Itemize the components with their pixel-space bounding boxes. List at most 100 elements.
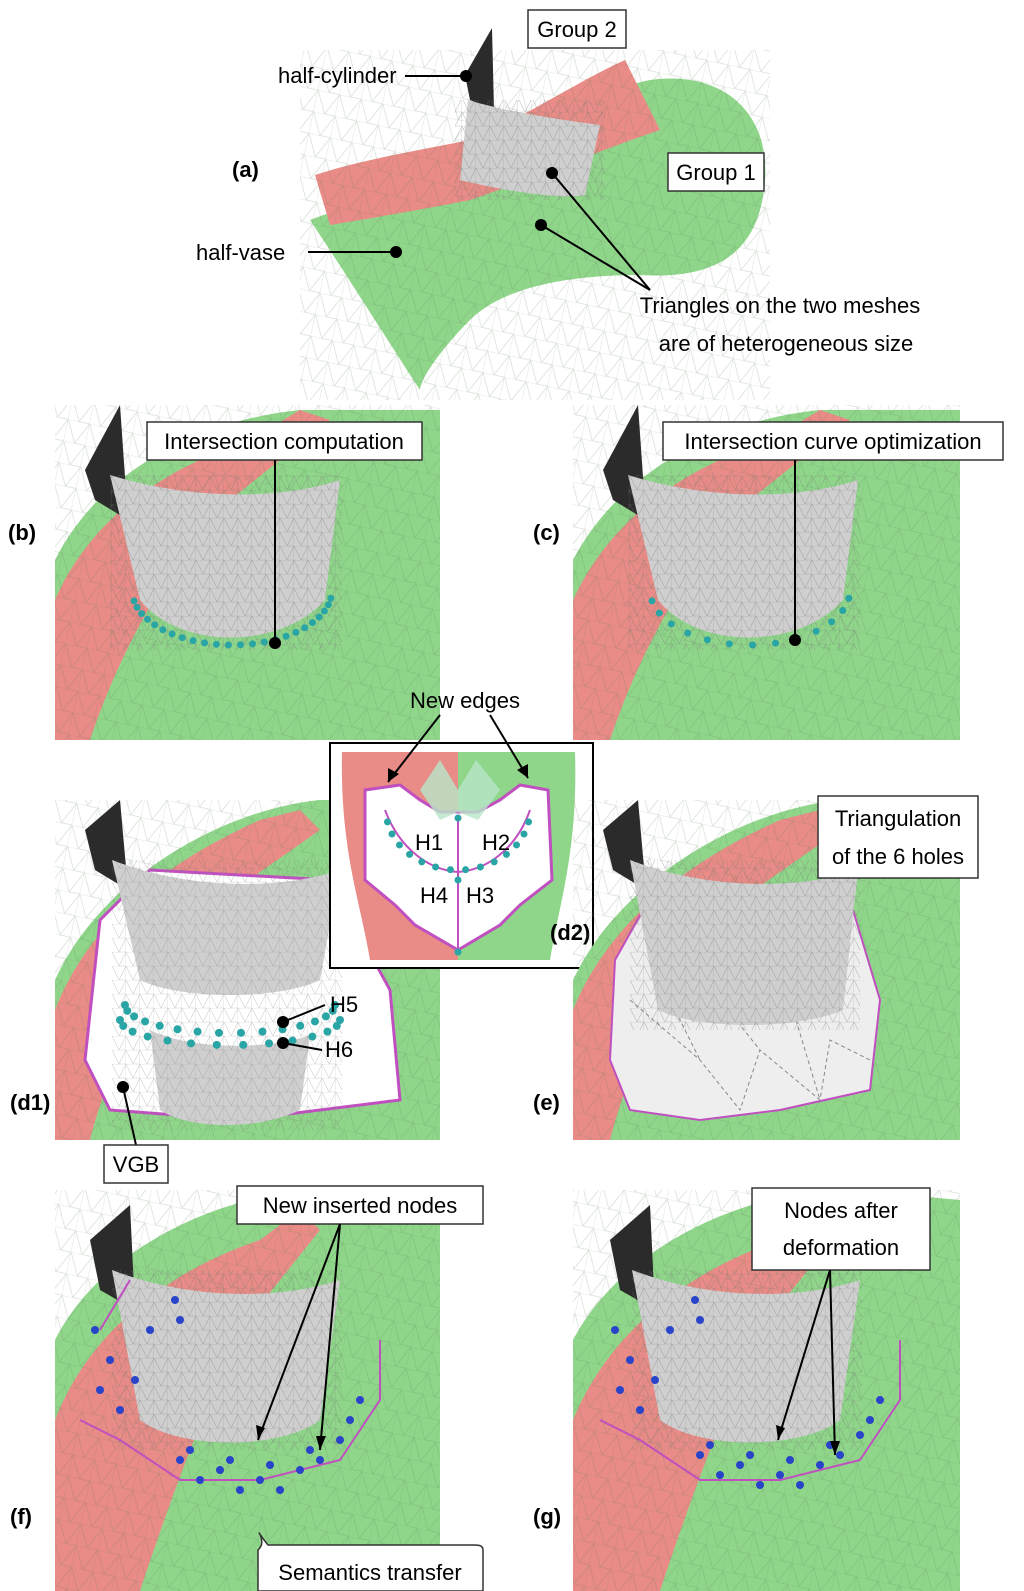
mesh-node [746,1451,754,1459]
mesh-node [866,1416,874,1424]
mesh-node [216,1466,224,1474]
panel-e: Triangulation of the 6 holes (e) [533,796,978,1140]
mesh-node [656,610,663,617]
mesh-overlay-cyl-f [112,1270,342,1450]
mesh-overlay-cyl-a [455,100,605,200]
heterogeneous-line1: Triangles on the two meshes [640,293,920,318]
mesh-node [513,841,520,848]
mesh-node [828,618,835,625]
group1-label: Group 1 [676,160,756,185]
mesh-node [213,641,220,648]
mesh-node [164,1037,172,1045]
mesh-node [845,595,852,602]
mesh-node [477,864,484,871]
mesh-node [171,1296,179,1304]
mesh-node [296,1022,304,1030]
mesh-node [159,626,166,633]
mesh-node [836,1451,844,1459]
mesh-node [616,1386,624,1394]
mesh-node [226,1456,234,1464]
panel-g: Nodes after deformation (g) [533,1188,960,1591]
mesh-node [276,1486,284,1494]
mesh-node [666,1326,674,1334]
mesh-node [266,1461,274,1469]
panel-label-a: (a) [232,157,259,182]
mesh-node [144,1033,152,1041]
mesh-node [796,1481,804,1489]
mesh-node [839,607,846,614]
mesh-node [327,595,334,602]
intersection-optimization-label: Intersection curve optimization [684,429,981,454]
mesh-node [215,1029,223,1037]
mesh-node [636,1406,644,1414]
mesh-node [138,610,145,617]
half-cylinder-label: half-cylinder [278,63,397,88]
heterogeneous-line2: are of heterogeneous size [659,331,913,356]
mesh-node [116,1406,124,1414]
panel-b: Intersection computation (b) [8,405,440,740]
mesh-overlay-cyl-e [630,860,860,1030]
dot-cyl-triangles [546,167,558,179]
mesh-node [684,630,691,637]
group2-label: Group 2 [537,17,617,42]
mesh-node [396,841,403,848]
mesh-node [258,1028,266,1036]
mesh-node [309,619,316,626]
mesh-overlay-cyl-g [632,1270,862,1450]
panel-label-e: (e) [533,1090,560,1115]
mesh-node [316,614,323,621]
mesh-node [237,1029,245,1037]
mesh-node [706,1441,714,1449]
mesh-node [696,1316,704,1324]
mesh-node [265,1039,273,1047]
mesh-node [121,1001,129,1009]
mesh-node [179,634,186,641]
mesh-node [388,830,395,837]
intersection-optimization-dot [789,634,801,646]
vgb-dot [117,1081,129,1093]
panel-label-g: (g) [533,1504,561,1529]
half-vase-dot [390,246,402,258]
mesh-node [296,1466,304,1474]
mesh-overlay-cyl-c [628,475,860,650]
mesh-node [323,1028,331,1036]
mesh-node [455,877,462,884]
h5-label: H5 [330,992,358,1017]
mesh-node [726,640,733,647]
mesh-node [816,1461,824,1469]
nodes-after-line1: Nodes after [784,1198,898,1223]
panel-label-d1: (d1) [10,1090,50,1115]
mesh-node [201,639,208,646]
mesh-node [336,1436,344,1444]
mesh-node [176,1456,184,1464]
mesh-node [611,1326,619,1334]
intersection-computation-dot [269,637,281,649]
mesh-node [626,1356,634,1364]
panel-label-b: (b) [8,520,36,545]
mesh-node [151,621,158,628]
mesh-node [716,1471,724,1479]
triangulation-line1: Triangulation [835,806,961,831]
mesh-node [813,628,820,635]
panel-a: Group 2 Group 1 half-cylinder half-vase … [196,10,920,400]
h6-dot [277,1037,289,1049]
mesh-node [356,1396,364,1404]
mesh-node [668,620,675,627]
mesh-node [704,636,711,643]
vgb-label: VGB [113,1152,159,1177]
mesh-node [237,641,244,648]
mesh-node [447,866,454,873]
mesh-node [696,1451,704,1459]
mesh-node [749,641,756,648]
mesh-node [325,601,332,608]
triangulation-line2: of the 6 holes [832,844,964,869]
mesh-node [190,637,197,644]
mesh-node [129,1028,137,1036]
mesh-node [786,1456,794,1464]
mesh-node [321,608,328,615]
h2-label: H2 [482,830,510,855]
h5-dot [277,1016,289,1028]
mesh-node [261,639,268,646]
mesh-node [648,597,655,604]
